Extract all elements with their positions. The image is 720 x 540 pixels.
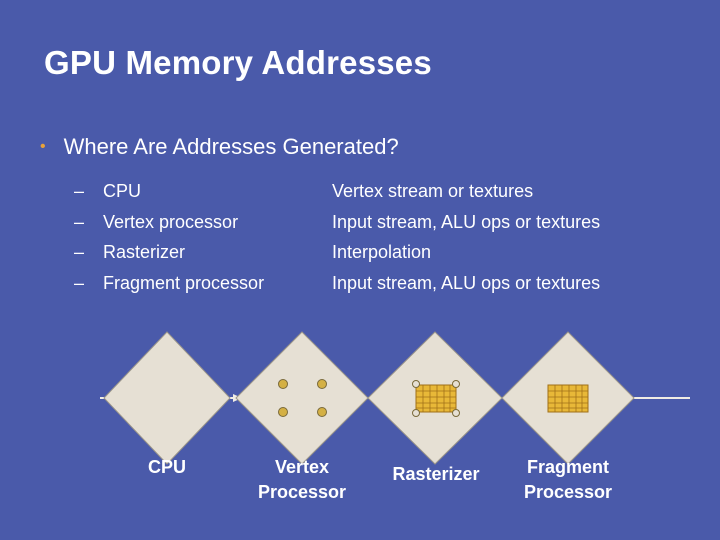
dash-icon: – [74,242,85,262]
source-item: Vertex stream or textures [332,181,534,201]
dash-icon: – [74,181,85,201]
vertex-diamond [235,331,369,465]
dash-icon: – [74,272,85,293]
stage-item: –Fragment processor [74,268,264,299]
source-item: Input stream, ALU ops or textures [332,211,601,232]
rasterizer-grid-icon [412,380,460,417]
main-bullet: • Where Are Addresses Generated? [40,134,399,160]
stage-item: –Vertex processor [74,207,264,238]
stage-item: –CPU [74,176,264,207]
dash-icon: – [74,211,85,232]
stage-label: Vertex processor [103,211,239,232]
source-list: Vertex stream or textures Input stream, … [332,176,600,298]
bullet-dot-icon: • [40,138,46,155]
vertex-processor-caption: Vertex Processor [257,457,347,502]
vertex-dots-icon [278,379,327,417]
source-item: Interpolation [332,242,432,262]
bullet-text: Where Are Addresses Generated? [63,134,399,159]
stage-item: –Rasterizer [74,237,264,268]
stage-label: Rasterizer [103,242,186,262]
fragment-processor-caption: Fragment Processor [523,457,613,502]
rasterizer-caption: Rasterizer [392,464,480,484]
source-item: Input stream, ALU ops or textures [332,272,601,293]
cpu-caption: CPU [147,457,186,477]
fragment-grid-icon [547,384,589,413]
slide-title: GPU Memory Addresses [44,44,432,81]
stage-label: Fragment processor [103,272,265,293]
stage-label: CPU [103,181,142,201]
stage-list: –CPU –Vertex processor –Rasterizer –Frag… [74,176,264,298]
cpu-diamond [103,331,231,465]
